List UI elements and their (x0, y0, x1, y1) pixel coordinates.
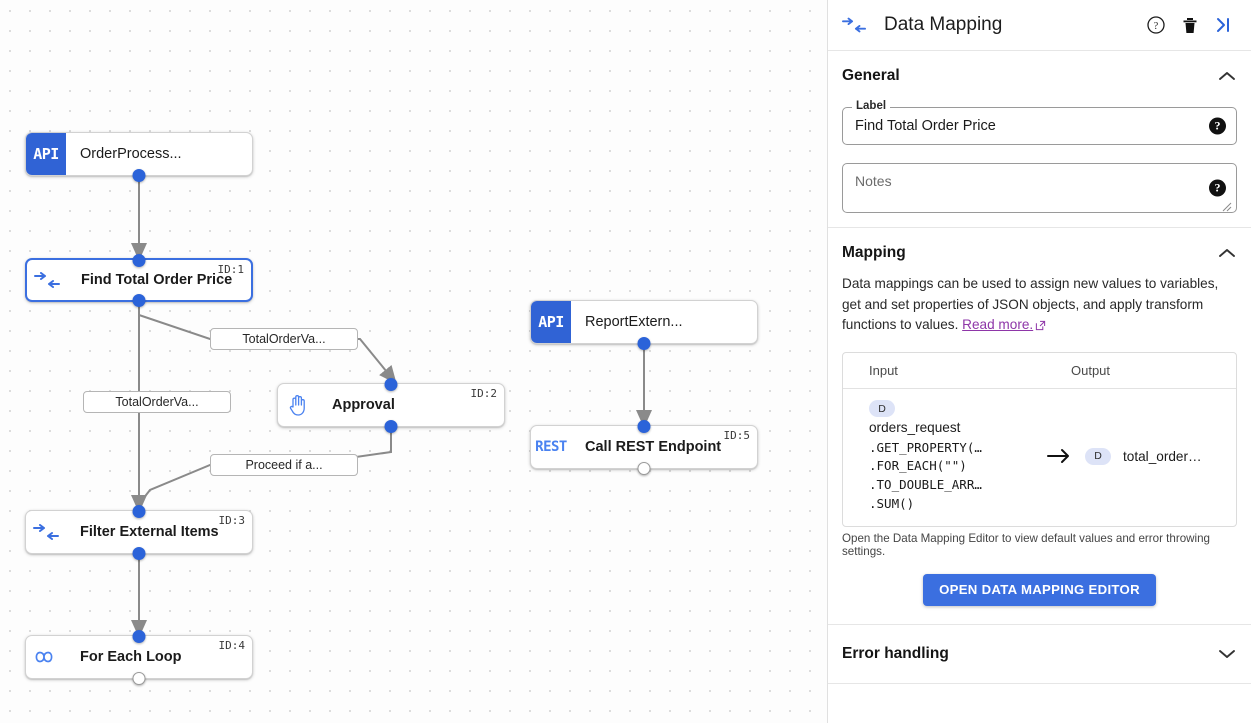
node-port-top[interactable] (132, 629, 146, 643)
svg-text:?: ? (1154, 21, 1159, 32)
mapping-description: Data mappings can be used to assign new … (842, 274, 1237, 338)
rest-icon: REST (535, 439, 567, 455)
node-label: ReportExtern... (585, 314, 683, 330)
data-mapping-icon (842, 17, 868, 33)
help-circle-icon[interactable]: ? (1141, 10, 1171, 40)
mapping-actions: OPEN DATA MAPPING EDITOR (842, 573, 1237, 606)
edge-label[interactable]: TotalOrderVa... (83, 391, 231, 413)
node-port-top[interactable] (132, 253, 146, 267)
data-mapping-icon (27, 260, 67, 300)
mapping-arrow-icon (1033, 447, 1085, 465)
api-icon: API (531, 301, 571, 343)
panel-header: Data Mapping ? (828, 0, 1251, 51)
mapping-table-header: Input Output (843, 353, 1236, 389)
node-label: Approval (332, 397, 395, 413)
workflow-node-for-each-loop[interactable]: For Each Loop ID:4 (25, 629, 253, 685)
edge-label[interactable]: TotalOrderVa... (210, 328, 358, 350)
node-label: Filter External Items (80, 524, 219, 540)
mapping-section: Mapping Data mappings can be used to ass… (828, 228, 1251, 624)
general-section-header[interactable]: General (842, 67, 1237, 85)
notes-help-icon[interactable]: ? (1209, 179, 1226, 197)
edge-label[interactable]: Proceed if a... (210, 454, 358, 476)
mapping-input-cell: D orders_request .GET_PROPERTY(… .FOR_EA… (843, 399, 1033, 514)
node-label: Find Total Order Price (81, 272, 233, 288)
chevron-up-icon[interactable] (1217, 70, 1237, 82)
mapping-table: Input Output D orders_request .GET_PROPE… (842, 351, 1237, 527)
workflow-canvas[interactable]: API OrderProcess... Find Total Order Pri… (0, 0, 828, 723)
general-section-title: General (842, 67, 900, 84)
node-id-badge: ID:5 (723, 429, 751, 442)
output-type-chip: D (1085, 447, 1111, 465)
chevron-down-icon[interactable] (1217, 648, 1237, 660)
node-port-bottom[interactable] (132, 293, 146, 307)
node-port-bottom[interactable] (132, 546, 146, 560)
node-label: For Each Loop (80, 649, 182, 665)
external-link-icon[interactable] (1035, 317, 1046, 338)
error-handling-section-header[interactable]: Error handling (828, 625, 1251, 683)
properties-panel: Data Mapping ? (828, 0, 1251, 723)
workflow-node-filter-external-items[interactable]: Filter External Items ID:3 (25, 504, 253, 560)
mapping-section-title: Mapping (842, 244, 906, 261)
node-port-top[interactable] (637, 419, 651, 433)
read-more-link[interactable]: Read more. (962, 317, 1034, 333)
mapping-output-cell: D total_order… (1085, 447, 1202, 465)
open-data-mapping-editor-button[interactable]: OPEN DATA MAPPING EDITOR (923, 573, 1156, 606)
mapping-section-header[interactable]: Mapping (842, 244, 1237, 262)
mapping-table-row[interactable]: D orders_request .GET_PROPERTY(… .FOR_EA… (843, 389, 1236, 526)
node-port-bottom[interactable] (637, 336, 651, 350)
mapping-description-text: Data mappings can be used to assign new … (842, 276, 1219, 333)
input-transform-line: .SUM() (869, 495, 915, 511)
section-divider (828, 227, 1251, 228)
label-field[interactable]: Label Find Total Order Price ? (842, 100, 1237, 145)
chevron-up-icon[interactable] (1217, 247, 1237, 259)
notes-field[interactable]: Notes ? (842, 163, 1237, 213)
general-section: General Label Find Total Order Price ? N… (828, 51, 1251, 227)
api-icon: API (26, 133, 66, 175)
input-transform-line: .FOR_EACH("") (869, 458, 967, 474)
label-field-legend: Label (852, 100, 891, 112)
label-help-icon[interactable]: ? (1209, 117, 1226, 135)
trash-icon[interactable] (1175, 10, 1205, 40)
node-port-top[interactable] (384, 377, 398, 391)
node-port-bottom[interactable] (384, 419, 398, 433)
mapping-hint-text: Open the Data Mapping Editor to view def… (842, 531, 1210, 558)
workflow-node-call-rest-endpoint[interactable]: REST Call REST Endpoint ID:5 (530, 419, 758, 475)
node-port-bottom[interactable] (132, 671, 146, 685)
edge-connections (131, 176, 652, 638)
data-mapping-icon (26, 511, 66, 553)
resize-handle[interactable] (1222, 199, 1232, 212)
workflow-node-orderprocess[interactable]: API OrderProcess... (25, 132, 253, 182)
loop-icon (26, 636, 66, 678)
error-handling-section-title: Error handling (842, 644, 949, 662)
node-id-badge: ID:3 (218, 514, 246, 527)
node-label: Call REST Endpoint (585, 439, 722, 455)
label-field-value: Find Total Order Price (855, 118, 996, 134)
node-port-bottom[interactable] (637, 461, 651, 475)
input-transform-line: .GET_PROPERTY(… (869, 439, 982, 455)
workflow-node-approval[interactable]: Approval ID:2 (277, 377, 505, 433)
notes-placeholder: Notes (855, 173, 892, 189)
input-variable-name: orders_request (869, 420, 961, 436)
collapse-panel-icon[interactable] (1209, 10, 1239, 40)
workflow-node-reportextern[interactable]: API ReportExtern... (530, 300, 758, 350)
column-header-output: Output (1071, 362, 1111, 378)
section-divider (828, 623, 1251, 625)
section-divider (828, 682, 1251, 684)
column-header-input: Input (869, 362, 898, 378)
node-label: OrderProcess... (80, 146, 182, 162)
node-id-badge: ID:2 (470, 387, 498, 400)
input-type-chip: D (869, 400, 895, 418)
node-id-badge: ID:1 (217, 263, 245, 276)
panel-title: Data Mapping (884, 14, 1003, 35)
node-port-top[interactable] (132, 504, 146, 518)
node-id-badge: ID:4 (218, 639, 246, 652)
hand-icon (278, 384, 318, 426)
input-transform-line: .TO_DOUBLE_ARR… (869, 477, 982, 493)
node-port-bottom[interactable] (132, 168, 146, 182)
output-variable-name: total_order… (1123, 448, 1202, 464)
workflow-node-find-total-order-price[interactable]: Find Total Order Price ID:1 (25, 253, 253, 307)
